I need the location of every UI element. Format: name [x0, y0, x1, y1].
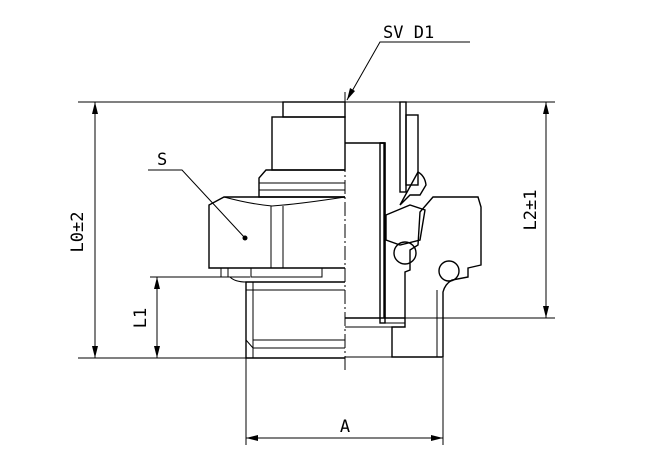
dim-l0-label: L0±2: [68, 212, 88, 253]
dimension-a: A: [246, 417, 443, 441]
dimension-l1: L1: [131, 277, 160, 358]
dimension-l0: L0±2: [68, 102, 98, 358]
extension-lines: [78, 101, 555, 445]
callout-s: S: [148, 150, 246, 239]
s-label: S: [157, 150, 167, 170]
fitting-outline: [208, 101, 346, 359]
fitting-section: [345, 101, 482, 358]
dim-l2-label: L2±1: [521, 190, 541, 231]
dimension-l2: L2±1: [521, 102, 549, 318]
sv-d1-label: SV D1: [383, 23, 434, 43]
dim-a-label: A: [340, 417, 350, 437]
dim-l1-label: L1: [131, 308, 151, 328]
callout-sv-d1: SV D1: [346, 23, 470, 101]
